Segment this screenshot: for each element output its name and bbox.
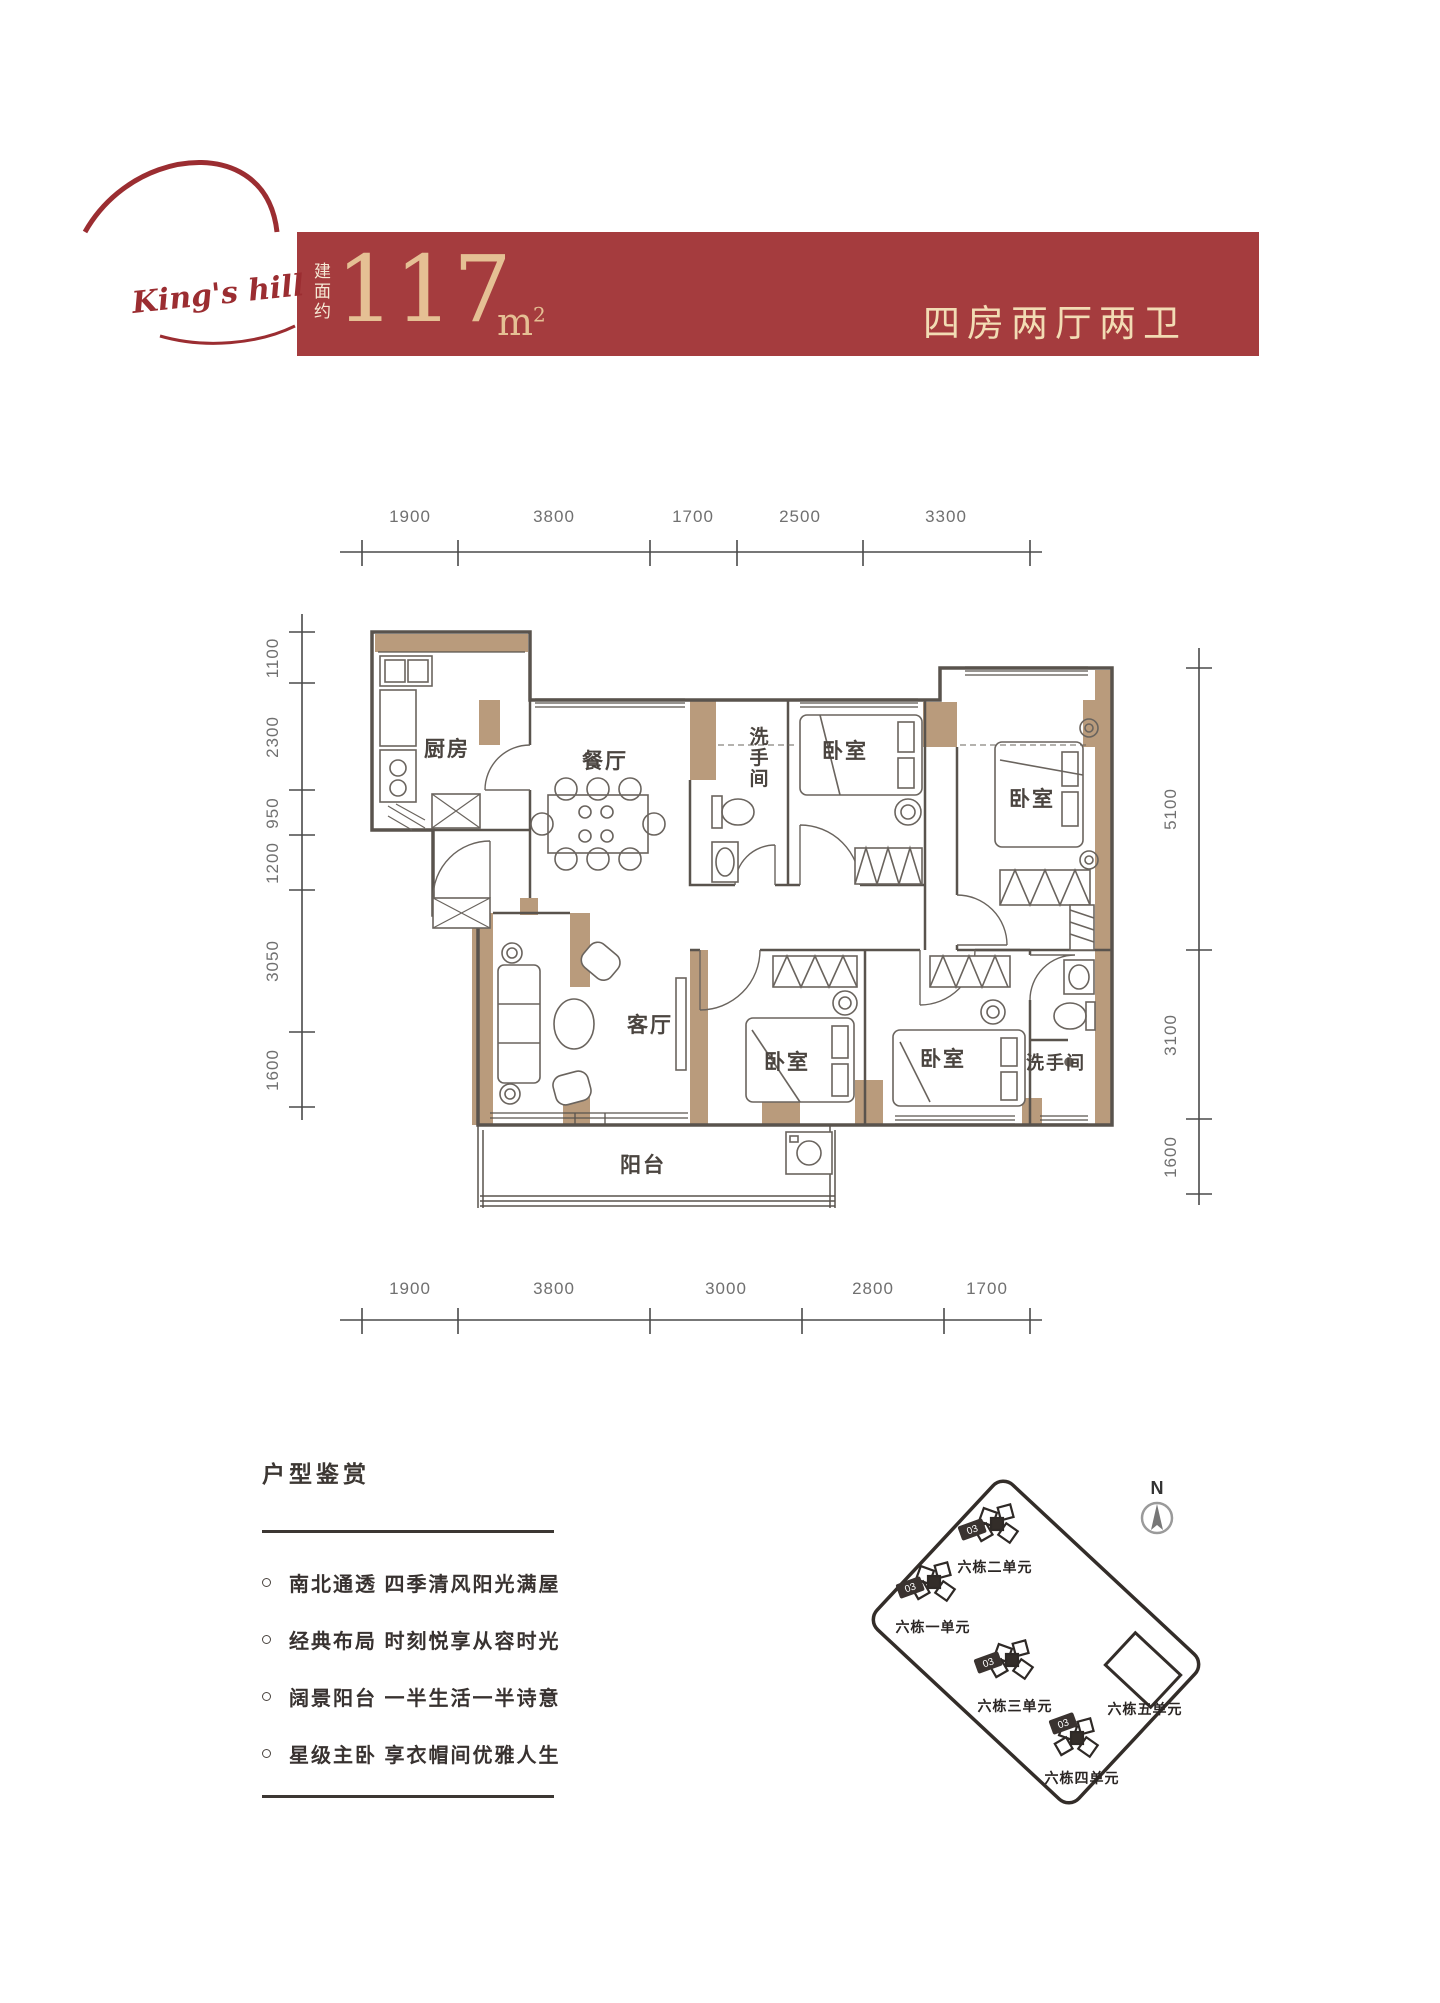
label-living: 客厅 — [627, 1013, 673, 1037]
dim-top-2: 1700 — [672, 507, 714, 526]
dim-bottom-0: 1900 — [389, 1279, 431, 1298]
feature-text-3: 阔景阳台 一半生活一半诗意 — [289, 1687, 561, 1710]
area-prefix-label: 建面约 — [311, 262, 330, 322]
dim-right-2: 1600 — [1161, 1136, 1180, 1178]
logo-swash — [82, 160, 280, 234]
area-unit-sup: 2 — [533, 302, 546, 327]
site-label-unit2: 六栋二单元 — [958, 1559, 1033, 1575]
building-cluster-4 — [1053, 1717, 1100, 1759]
layout-type-label: 四房两厅两卫 — [923, 303, 1187, 344]
feature-item-1: 南北通透 四季清风阳光满屋 — [262, 1570, 561, 1596]
area-unit-m: m — [497, 300, 534, 344]
dim-top-4: 3300 — [925, 507, 967, 526]
label-bed-top: 卧室 — [822, 739, 868, 763]
label-balcony: 阳台 — [620, 1153, 666, 1177]
bed-top-furniture — [718, 714, 923, 887]
label-bath-top: 洗手间 — [747, 725, 769, 789]
siteplan: 03 03 03 03 六栋二单元 六栋一单元 六栋三单元 六栋五单元 六栋四单… — [871, 1478, 1201, 1805]
dim-lines — [289, 540, 1212, 1334]
dim-left-0: 1100 — [263, 638, 282, 679]
interior-walls — [372, 632, 1112, 1125]
label-dining: 餐厅 — [582, 749, 628, 773]
label-bed-sw: 卧室 — [764, 1050, 810, 1074]
dim-bottom-1: 3800 — [533, 1279, 575, 1298]
feature-item-2: 经典布局 时刻悦享从容时光 — [262, 1627, 561, 1653]
dim-bottom-4: 1700 — [966, 1279, 1008, 1298]
north-circle — [1140, 1501, 1174, 1535]
feature-text-1: 南北通透 四季清风阳光满屋 — [289, 1573, 561, 1596]
north-label: N — [1151, 1478, 1164, 1498]
windows — [378, 651, 1088, 1125]
kitchen-fixtures — [379, 655, 481, 831]
site-label-unit5: 六栋五单元 — [1108, 1701, 1183, 1717]
bed-sw-furniture — [745, 954, 858, 1103]
bath-s-fixtures — [1053, 959, 1096, 1067]
dim-left-3: 1200 — [263, 842, 282, 884]
bath-top-fixtures — [711, 795, 755, 883]
feature-text-2: 经典布局 时刻悦享从容时光 — [289, 1630, 561, 1653]
master-furniture — [960, 718, 1099, 951]
dim-bottom-2: 3000 — [705, 1279, 747, 1298]
dim-left-1: 2300 — [263, 716, 282, 758]
dim-bottom-3: 2800 — [852, 1279, 894, 1298]
feature-item-3: 阔景阳台 一半生活一半诗意 — [262, 1684, 561, 1710]
label-bed-s: 卧室 — [920, 1047, 966, 1071]
label-kitchen: 厨房 — [424, 737, 470, 761]
label-bath-s: 洗手间 — [1026, 1052, 1086, 1073]
features-title: 户型鉴赏 — [262, 1461, 370, 1487]
feature-text-4: 星级主卧 享衣帽间优雅人生 — [289, 1744, 561, 1767]
bullet-icon — [262, 1577, 271, 1587]
dining-table-set — [530, 777, 666, 871]
building-5 — [1103, 1630, 1183, 1710]
site-label-unit3: 六栋三单元 — [978, 1698, 1053, 1714]
features-rule-top — [262, 1530, 554, 1533]
features-rule-bottom — [262, 1795, 554, 1798]
balcony-structure — [477, 1125, 836, 1208]
badge-4: 03 — [1056, 1717, 1071, 1731]
badge-3: 03 — [981, 1656, 996, 1670]
site-labels: 六栋二单元 六栋一单元 六栋三单元 六栋五单元 六栋四单元 — [896, 1559, 1183, 1786]
north-indicator: N — [1140, 1478, 1174, 1535]
north-arrow — [1151, 1504, 1163, 1530]
logo-underline-swash — [159, 324, 296, 345]
site-label-unit1: 六栋一单元 — [896, 1619, 971, 1635]
bullet-icon — [262, 1748, 271, 1758]
dim-left-4: 3050 — [263, 940, 282, 982]
dim-left-2: 950 — [263, 797, 282, 828]
unit-badges: 03 03 03 03 — [895, 1518, 1078, 1735]
dim-top-1: 3800 — [533, 507, 575, 526]
dim-left-5: 1600 — [263, 1049, 282, 1091]
room-labels: 厨房 餐厅 洗手间 卧室 卧室 客厅 卧室 卧室 洗手间 阳台 — [424, 725, 1086, 1177]
entry-mat — [432, 897, 491, 929]
dim-labels: 1900 3800 1700 2500 3300 1900 3800 3000 … — [263, 507, 1180, 1298]
living-furniture — [497, 941, 687, 1106]
area-value: 117 — [336, 236, 512, 343]
washer — [785, 1131, 833, 1175]
bullet-icon — [262, 1691, 271, 1701]
dim-top-3: 2500 — [779, 507, 821, 526]
dim-right-1: 3100 — [1161, 1014, 1180, 1056]
feature-item-4: 星级主卧 享衣帽间优雅人生 — [262, 1741, 561, 1767]
dim-right-0: 5100 — [1161, 788, 1180, 830]
label-bed-master: 卧室 — [1009, 787, 1055, 811]
dim-top-0: 1900 — [389, 507, 431, 526]
site-label-unit4: 六栋四单元 — [1045, 1770, 1120, 1786]
bed-s-furniture — [892, 953, 1026, 1107]
badge-2: 03 — [965, 1523, 980, 1537]
area-unit: m2 — [497, 300, 546, 344]
site-boundary — [871, 1479, 1201, 1805]
header-banner — [297, 232, 1259, 356]
badge-1: 03 — [903, 1581, 918, 1595]
bullet-icon — [262, 1634, 271, 1644]
